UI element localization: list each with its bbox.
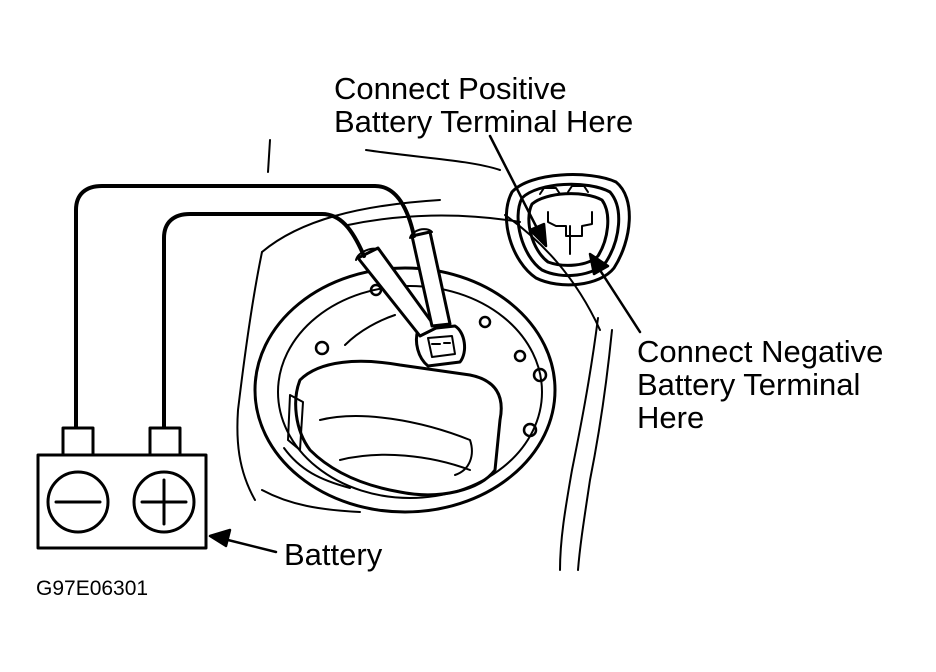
fuel-pump-module xyxy=(287,314,503,497)
negative-label-line-3: Here xyxy=(637,400,705,435)
positive-terminal-label: Connect Positive Battery Terminal Here xyxy=(334,72,633,138)
battery xyxy=(36,426,208,550)
callout-arrows xyxy=(208,134,642,554)
service-hole xyxy=(253,266,557,514)
flange-bolts xyxy=(314,283,548,438)
battery-negative-terminal-symbol xyxy=(46,470,110,534)
battery-callout-line xyxy=(218,536,278,554)
negative-callout-line xyxy=(594,262,642,334)
positive-label-line-1: Connect Positive xyxy=(334,71,567,106)
test-probes xyxy=(355,228,452,338)
lead-wires xyxy=(74,184,416,430)
figure-id: G97E06301 xyxy=(36,577,149,600)
arrow-positive-head xyxy=(528,222,548,248)
plus-sign xyxy=(140,478,188,526)
battery-label: Battery xyxy=(284,537,383,572)
battery-positive-terminal-symbol xyxy=(132,470,196,534)
negative-terminal-label: Connect Negative Battery Terminal Here xyxy=(637,335,883,434)
arrow-battery-head xyxy=(208,528,232,548)
negative-label-line-2: Battery Terminal xyxy=(637,367,861,402)
pump-connector xyxy=(414,324,467,368)
positive-label-line-2: Battery Terminal Here xyxy=(334,104,634,139)
body-panel-outline xyxy=(236,139,613,571)
negative-label-line-1: Connect Negative xyxy=(637,334,884,369)
positive-callout-line xyxy=(488,134,544,240)
terminal-connector xyxy=(504,173,631,287)
arrow-negative-head xyxy=(588,252,610,276)
